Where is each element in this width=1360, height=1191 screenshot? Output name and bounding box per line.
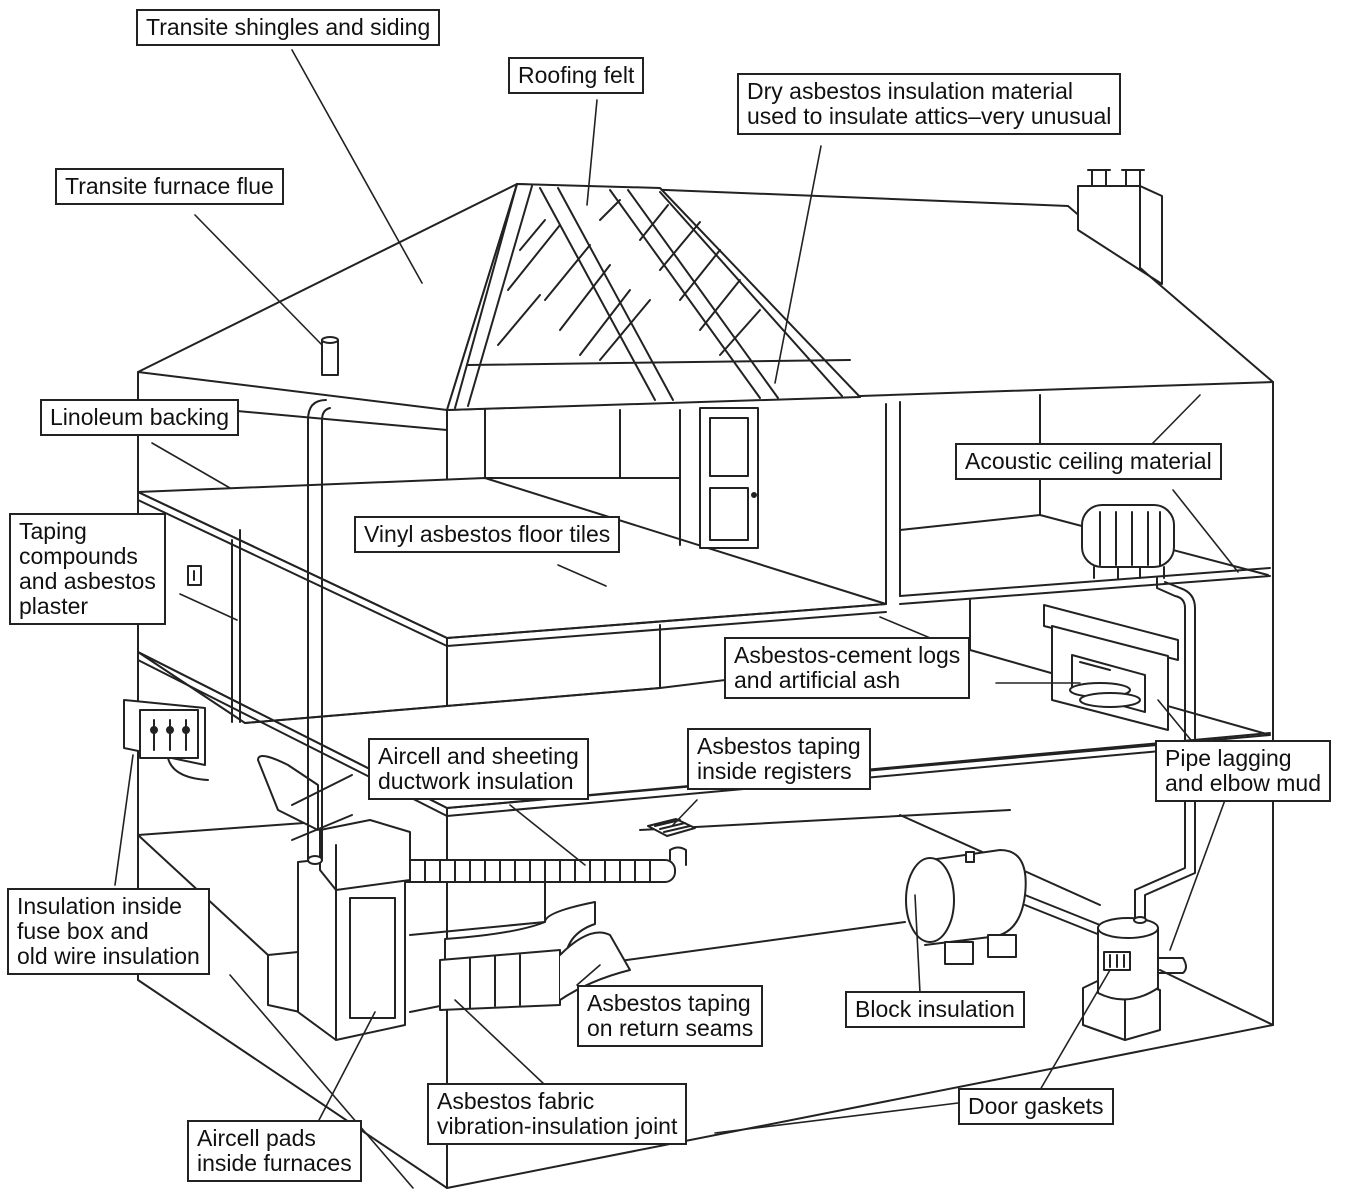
furnace-flue [321, 336, 339, 376]
label-acoustic-ceiling: Acoustic ceiling material [955, 443, 1222, 480]
label-return-seams: Asbestos taping on return seams [577, 985, 764, 1047]
label-aircell-pads: Aircell pads inside furnaces [187, 1120, 362, 1182]
label-fuse-box: Insulation inside fuse box and old wire … [7, 888, 210, 975]
label-roofing-felt: Roofing felt [508, 57, 645, 94]
floor-register [647, 818, 696, 837]
right-upper-room [899, 394, 1271, 605]
upper-floor [137, 401, 901, 647]
label-transite-shingles: Transite shingles and siding [136, 9, 441, 46]
label-linoleum: Linoleum backing [40, 399, 240, 436]
fuse-box [123, 699, 209, 781]
attic-cutaway [446, 183, 861, 411]
flue-pipe [307, 399, 331, 865]
furnace [297, 819, 411, 1041]
ductwork [257, 755, 687, 1011]
label-taping-registers: Asbestos taping inside registers [687, 728, 871, 790]
chimney [1077, 169, 1163, 285]
label-door-gaskets: Door gaskets [958, 1088, 1114, 1125]
label-pipe-lagging: Pipe lagging and elbow mud [1155, 740, 1331, 802]
interior-door [699, 407, 759, 549]
label-cement-logs: Asbestos-cement logs and artificial ash [724, 637, 971, 699]
radiator [1081, 504, 1175, 579]
label-vinyl-tiles: Vinyl asbestos floor tiles [354, 516, 621, 553]
label-transite-flue: Transite furnace flue [55, 168, 284, 205]
label-fabric-joint: Asbestos fabric vibration-insulation joi… [427, 1083, 688, 1145]
oil-tank [905, 849, 1101, 965]
fireplace [1043, 604, 1179, 731]
water-heater [1082, 917, 1187, 1041]
leader-lines [114, 49, 1241, 1189]
label-aircell-ductwork: Aircell and sheeting ductwork insulation [368, 738, 589, 800]
label-dry-asbestos: Dry asbestos insulation material used to… [737, 73, 1122, 135]
label-block-insulation: Block insulation [845, 991, 1025, 1028]
label-taping-compounds: Taping compounds and asbestos plaster [9, 513, 166, 625]
